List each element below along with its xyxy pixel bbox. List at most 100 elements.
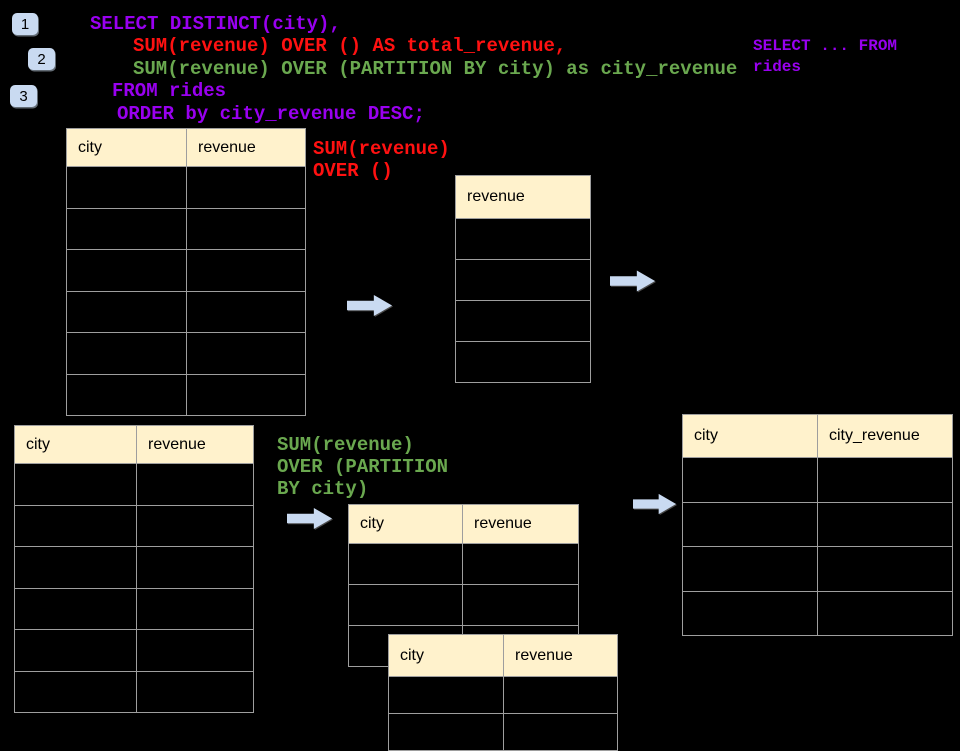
table-row [66, 373, 306, 416]
empty-cell [455, 218, 591, 260]
flow-arrow-icon [287, 507, 333, 530]
annotation-line: OVER (PARTITION [277, 456, 449, 478]
table-total-result: revenue [455, 175, 591, 383]
empty-cell [14, 504, 137, 547]
empty-cell [455, 341, 591, 383]
empty-cell [14, 670, 137, 713]
empty-cell [462, 543, 579, 585]
empty-cell [186, 332, 306, 375]
empty-cell [817, 501, 953, 547]
table-row [66, 332, 306, 375]
empty-cell [186, 207, 306, 250]
table-row [14, 463, 254, 506]
empty-cell [348, 543, 463, 585]
table-row [455, 341, 591, 383]
column-header-city-revenue: city_revenue [817, 414, 953, 458]
column-header-city: city [682, 414, 818, 458]
table-row [682, 501, 953, 547]
table-row [14, 587, 254, 630]
empty-cell [14, 587, 137, 630]
empty-cell [186, 373, 306, 416]
table-row [455, 259, 591, 301]
empty-cell [455, 300, 591, 342]
empty-cell [682, 546, 818, 592]
empty-cell [388, 676, 504, 714]
column-header-city: city [14, 425, 137, 464]
table-rides-top: city revenue [66, 128, 306, 416]
step-badge-2: 2 [28, 48, 55, 70]
empty-cell [66, 207, 187, 250]
table-row [14, 670, 254, 713]
empty-cell [66, 373, 187, 416]
table-header-row: city revenue [14, 425, 254, 464]
empty-cell [186, 249, 306, 292]
flow-arrow-icon [610, 270, 656, 292]
table-row [455, 218, 591, 260]
empty-cell [388, 713, 504, 751]
flow-arrow-icon [347, 294, 393, 317]
table-row [388, 676, 618, 714]
table-city-revenue-result: city city_revenue [682, 414, 953, 636]
column-header-revenue: revenue [462, 504, 579, 544]
sql-line-total-revenue: SUM(revenue) OVER () AS total_revenue, [133, 35, 567, 57]
empty-cell [503, 676, 618, 714]
empty-cell [66, 332, 187, 375]
table-row [14, 504, 254, 547]
column-header-city: city [66, 128, 187, 167]
empty-cell [66, 166, 187, 209]
empty-cell [66, 249, 187, 292]
table-row [682, 590, 953, 636]
flow-arrow-icon [633, 493, 677, 515]
table-row [66, 166, 306, 209]
column-header-revenue: revenue [136, 425, 254, 464]
sql-line-partition: SUM(revenue) OVER (PARTITION BY city) as… [133, 58, 738, 80]
step-badge-1: 1 [12, 13, 38, 35]
side-note: SELECT ... FROM rides [753, 36, 897, 78]
side-note-line-1: SELECT ... FROM [753, 37, 898, 55]
table-rides-bottom: city revenue [14, 425, 254, 713]
side-note-line-2: rides [753, 58, 802, 76]
empty-cell [186, 290, 306, 333]
table-header-row: revenue [455, 175, 591, 219]
slide-canvas: { "canvas": { "background": "#000000" },… [10, 13, 953, 751]
sql-line-from: FROM rides [112, 80, 227, 102]
column-header-city: city [388, 634, 504, 677]
sql-line-select: SELECT DISTINCT(city), [90, 13, 341, 35]
table-row [682, 457, 953, 503]
table-row [66, 249, 306, 292]
empty-cell [682, 590, 818, 636]
annotation-line: BY city) [277, 478, 369, 500]
empty-cell [462, 584, 579, 626]
empty-cell [136, 504, 254, 547]
empty-cell [817, 457, 953, 503]
empty-cell [186, 166, 306, 209]
table-header-row: city revenue [348, 504, 579, 544]
table-row [682, 546, 953, 592]
empty-cell [348, 584, 463, 626]
sql-line-order-by: ORDER by city_revenue DESC; [117, 103, 425, 125]
table-partition-step-overlay: city revenue [388, 634, 618, 751]
table-row [66, 290, 306, 333]
table-row [455, 300, 591, 342]
empty-cell [14, 546, 137, 589]
empty-cell [14, 629, 137, 672]
table-row [14, 546, 254, 589]
empty-cell [682, 457, 818, 503]
table-row [66, 207, 306, 250]
empty-cell [455, 259, 591, 301]
empty-cell [817, 546, 953, 592]
table-row [348, 543, 579, 585]
empty-cell [503, 713, 618, 751]
annotation-line: OVER () [313, 160, 393, 182]
empty-cell [136, 629, 254, 672]
empty-cell [136, 587, 254, 630]
empty-cell [136, 546, 254, 589]
partition-annotation: SUM(revenue) OVER (PARTITION BY city) [277, 434, 448, 500]
table-row [388, 713, 618, 751]
table-row [348, 584, 579, 626]
annotation-line: SUM(revenue) [277, 434, 414, 456]
column-header-revenue: revenue [503, 634, 618, 677]
table-header-row: city revenue [66, 128, 306, 167]
empty-cell [14, 463, 137, 506]
total-revenue-annotation: SUM(revenue) OVER () [313, 138, 450, 182]
